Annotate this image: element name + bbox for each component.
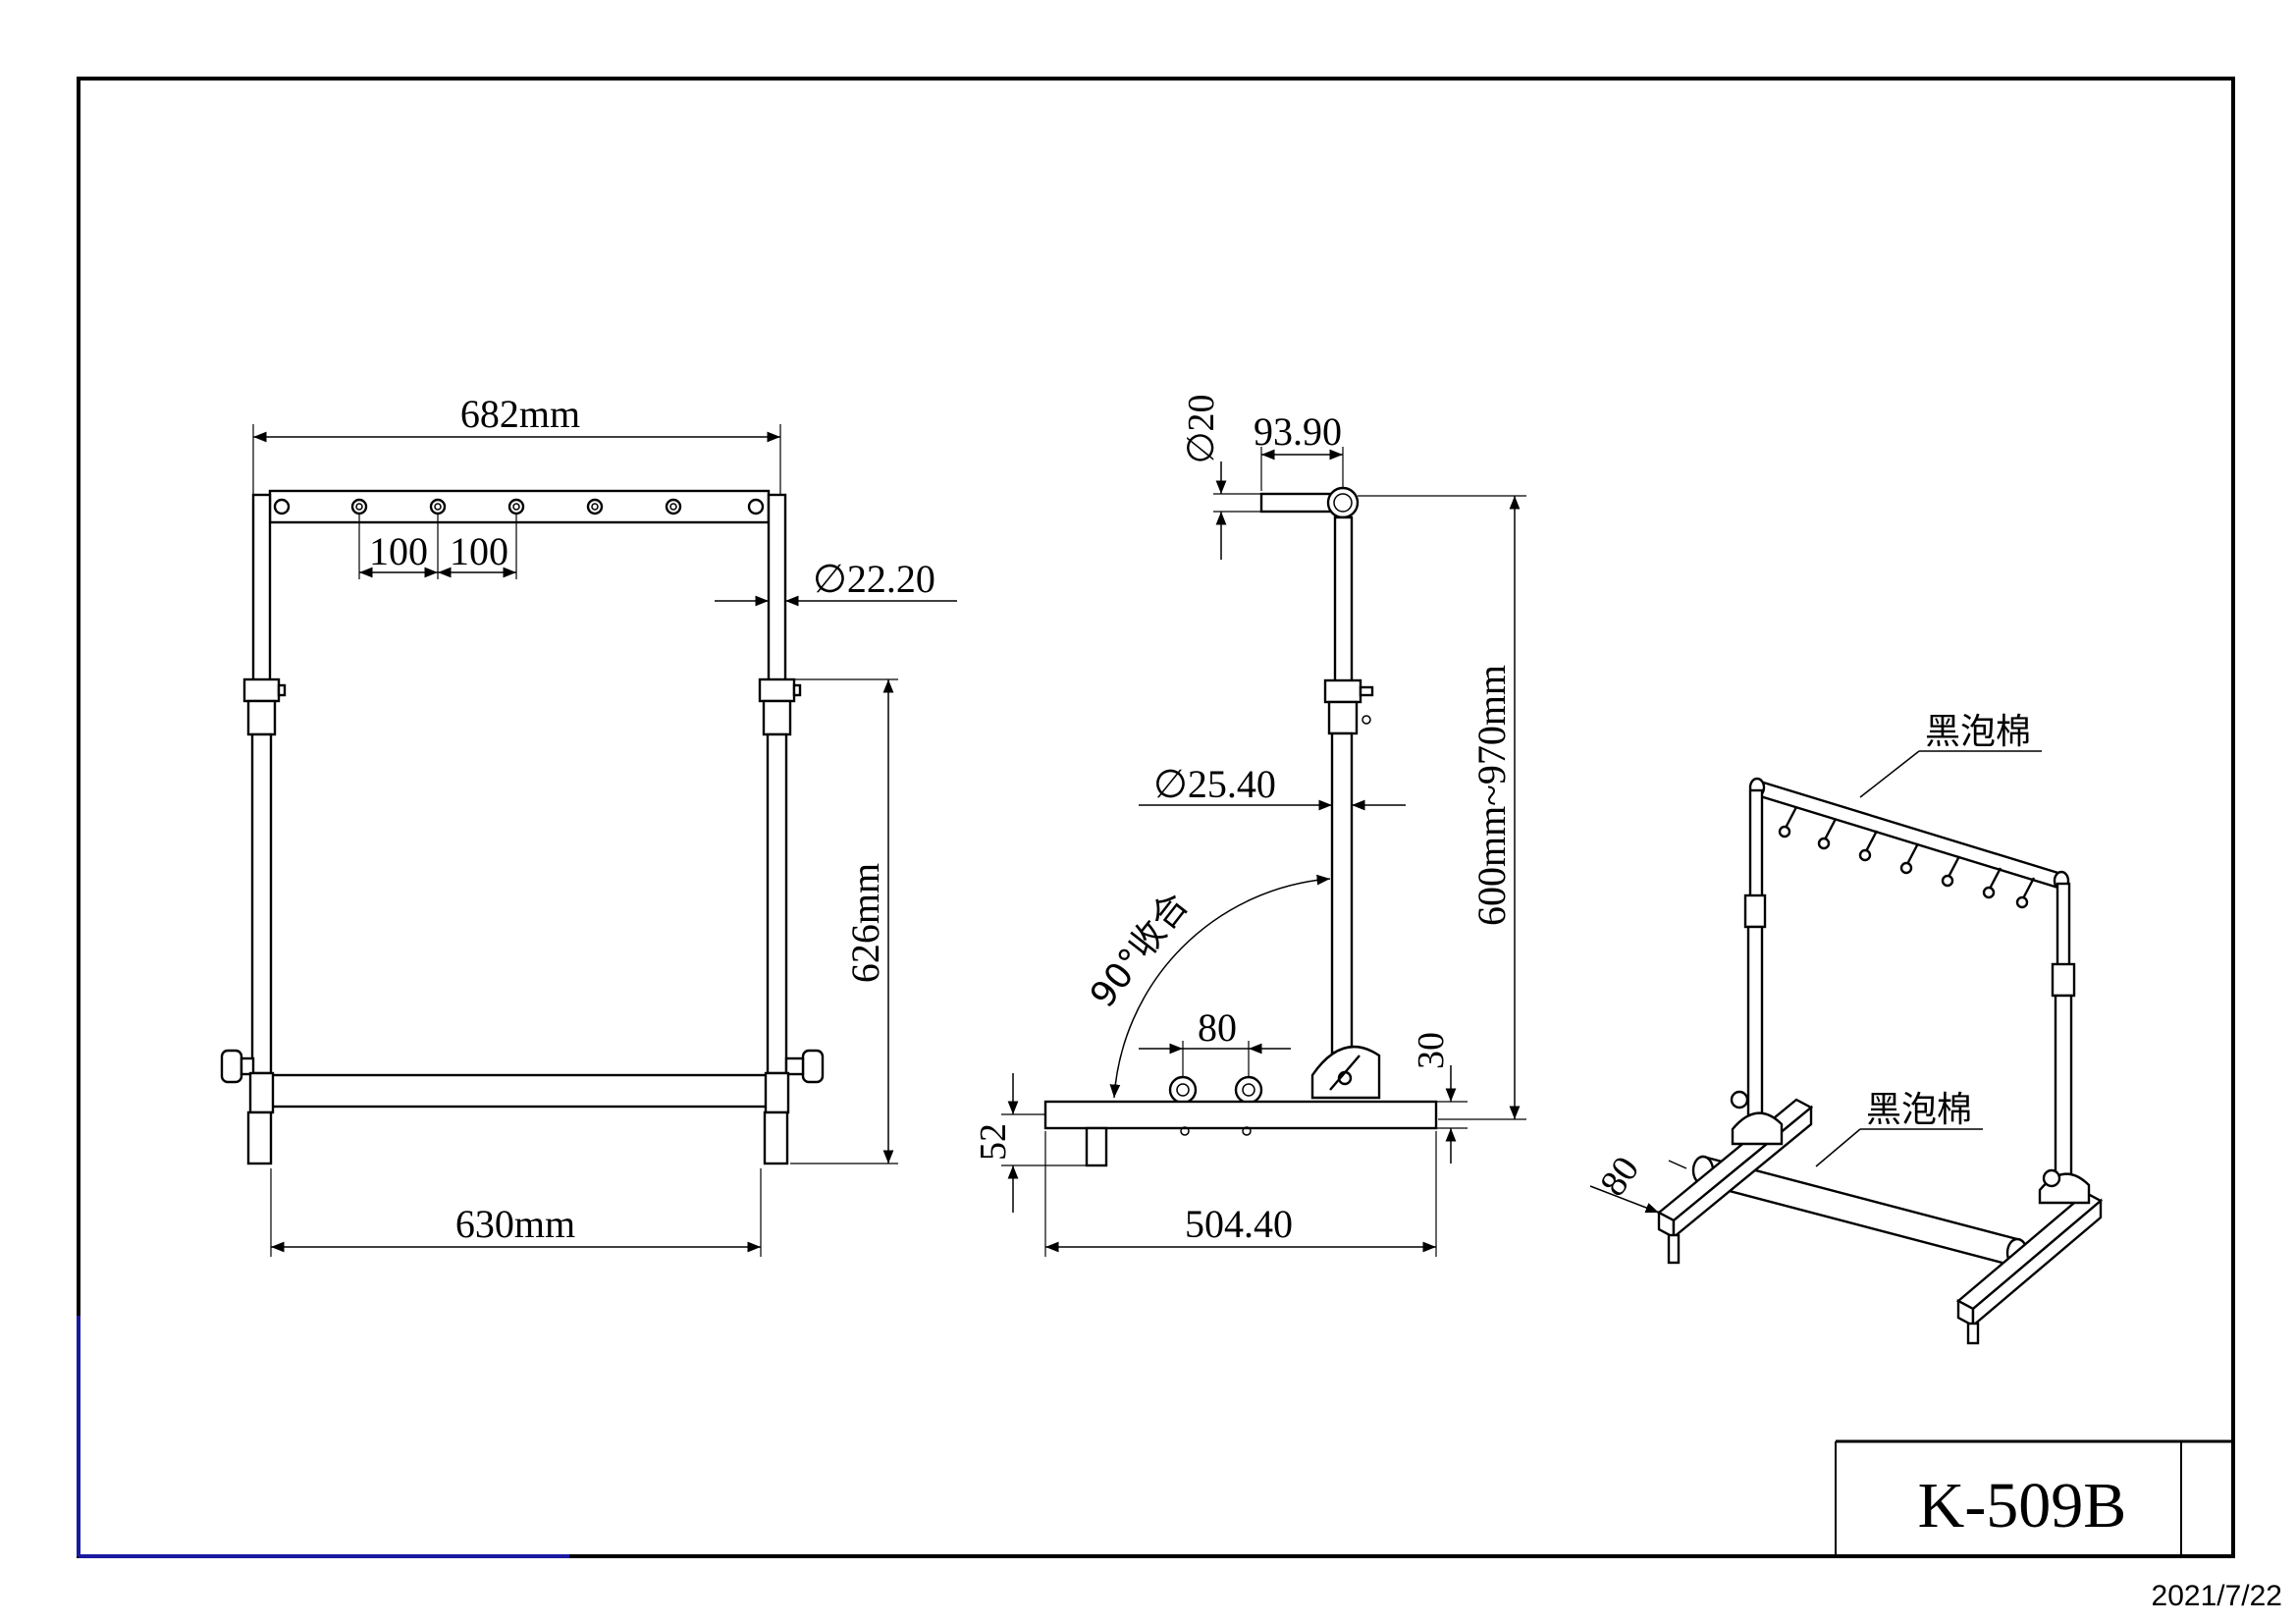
dim-spacing-1: 100 <box>369 529 428 573</box>
dim-height: 626mm <box>843 863 887 983</box>
dim-bottom-width: 630mm <box>455 1202 575 1246</box>
dim-height-range: 600mm~970mm <box>1469 665 1514 926</box>
dim-tube-diameter: ∅22.20 <box>813 557 935 601</box>
dim-arm-diameter: ∅20 <box>1181 394 1222 463</box>
dim-top-width: 682mm <box>460 392 580 436</box>
label-foam-top: 黑泡棉 <box>1925 712 2031 752</box>
front-view: 682mm 100 100 ∅22.20 626mm 630mm <box>220 392 957 1257</box>
dim-base-thickness: 30 <box>1411 1032 1452 1069</box>
label-foam-bottom: 黑泡棉 <box>1866 1090 1972 1130</box>
dim-foot-height: 52 <box>973 1123 1014 1161</box>
iso-view: 黑泡棉 黑泡棉 80 <box>1589 712 2104 1345</box>
dim-pole-diameter: ∅25.40 <box>1153 762 1276 806</box>
dim-base-length: 504.40 <box>1185 1202 1293 1246</box>
side-view: ∅20 93.90 ∅25.40 600mm~970mm 90°收合 80 30 <box>973 394 1526 1257</box>
dim-arm-length: 93.90 <box>1254 409 1342 454</box>
dim-foot-width: 80 <box>1592 1150 1647 1204</box>
drawing-date: 2021/7/22 <box>2152 1580 2282 1612</box>
model-number: K-509B <box>1918 1470 2127 1542</box>
dim-knob-spacing: 80 <box>1198 1005 1237 1050</box>
title-block: K-509B <box>1835 1439 2233 1556</box>
drawing-border <box>77 77 2235 1558</box>
dim-spacing-2: 100 <box>450 529 508 573</box>
